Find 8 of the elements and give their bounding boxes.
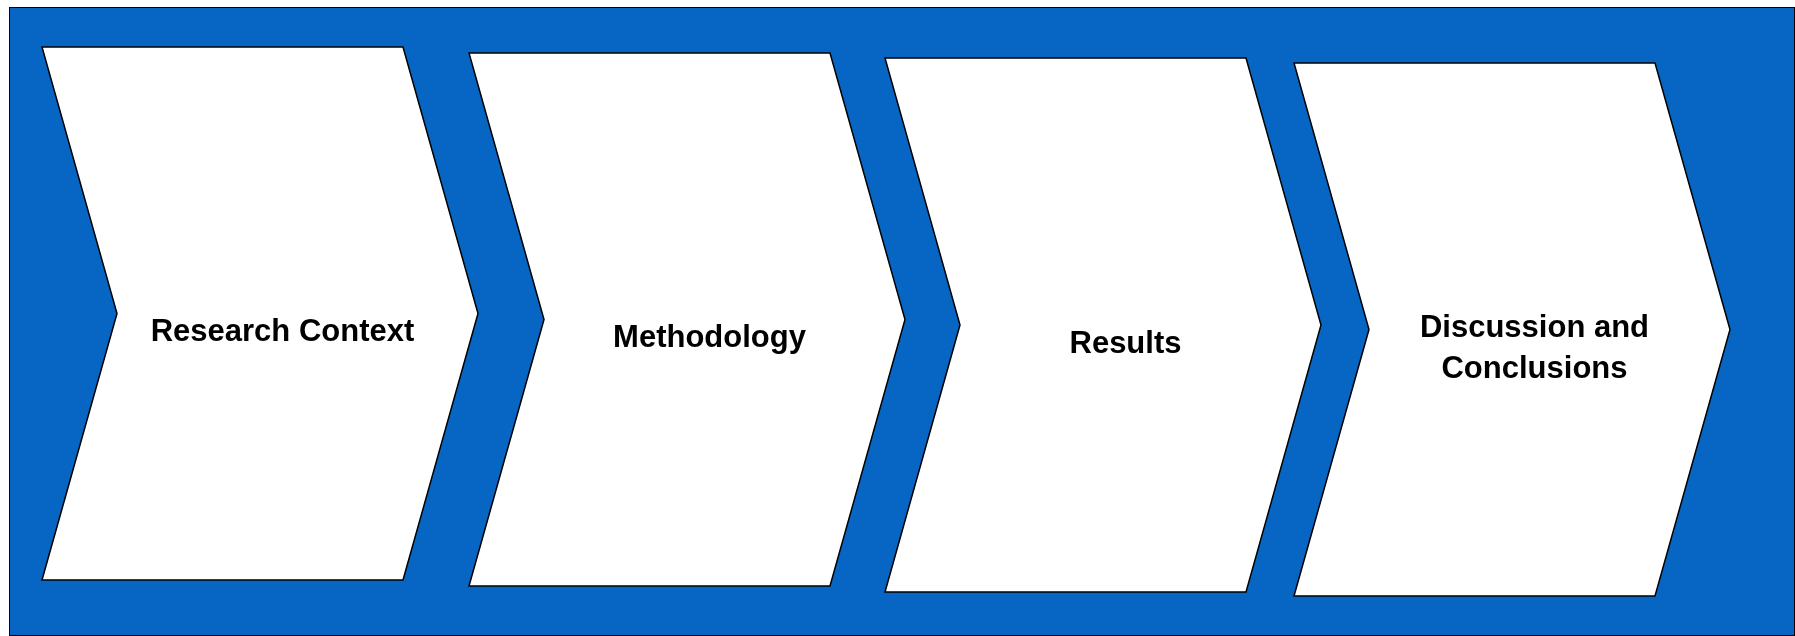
chevron-step bbox=[885, 58, 1321, 592]
step-label: Research Context bbox=[150, 312, 415, 351]
step-label: Discussion and Conclusions bbox=[1418, 308, 1651, 387]
step-label: Methodology bbox=[613, 318, 806, 357]
chevron-step bbox=[469, 53, 905, 586]
step-label: Results bbox=[1069, 323, 1182, 362]
chevron-step bbox=[42, 47, 478, 580]
chevron-step bbox=[1294, 63, 1730, 596]
